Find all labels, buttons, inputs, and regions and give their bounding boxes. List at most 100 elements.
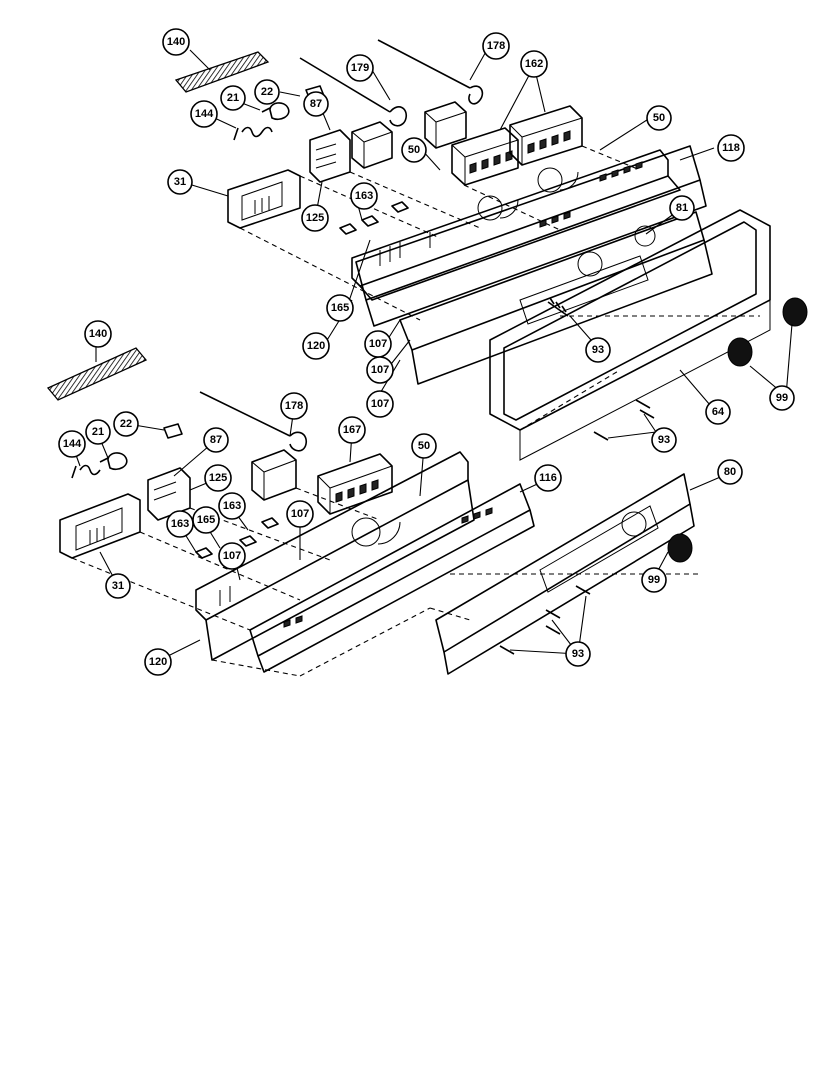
svg-text:50: 50 (418, 440, 430, 452)
frame-part (489, 209, 771, 461)
upper-assembly (174, 39, 808, 461)
probe-part (299, 57, 408, 127)
callout-99: 99 (641, 567, 667, 593)
callout-50: 50 (401, 137, 427, 163)
svg-text:21: 21 (92, 426, 104, 438)
svg-text:22: 22 (261, 86, 273, 98)
callout-87: 87 (303, 91, 329, 117)
knob-part (667, 533, 693, 563)
callout-125: 125 (204, 464, 232, 492)
trim-panel-part (399, 211, 713, 385)
svg-text:64: 64 (712, 406, 725, 418)
relay-part (424, 101, 467, 149)
svg-text:22: 22 (120, 418, 132, 430)
callout-leaders (71, 47, 793, 661)
callout-165: 165 (192, 506, 220, 534)
svg-text:93: 93 (572, 648, 584, 660)
control-panel-part (355, 145, 707, 327)
callout-107: 107 (218, 542, 246, 570)
svg-text:80: 80 (724, 466, 736, 478)
switch-part (339, 201, 409, 235)
svg-text:163: 163 (171, 518, 189, 530)
svg-text:87: 87 (210, 434, 222, 446)
svg-text:120: 120 (307, 340, 325, 352)
bulb-part (261, 102, 290, 121)
svg-text:120: 120 (149, 656, 167, 668)
lamp-housing-part (59, 493, 141, 559)
svg-text:87: 87 (310, 98, 322, 110)
callout-87: 87 (203, 427, 229, 453)
spring-part (233, 126, 273, 141)
callout-bubbles: 140 178 179 162 22 21 87 144 50 50 118 3… (58, 28, 795, 676)
probe-part (377, 39, 484, 105)
relay-part (251, 449, 297, 501)
svg-text:107: 107 (371, 398, 389, 410)
svg-text:50: 50 (653, 112, 665, 124)
callout-50: 50 (646, 105, 672, 131)
callout-22: 22 (254, 79, 280, 105)
svg-text:125: 125 (209, 472, 227, 484)
callout-50: 50 (411, 433, 437, 459)
clip-part (163, 423, 183, 439)
callout-99: 99 (769, 385, 795, 411)
knob-part (727, 337, 753, 367)
relay-part (351, 121, 393, 169)
svg-text:167: 167 (343, 424, 361, 436)
svg-text:50: 50 (408, 144, 420, 156)
filter-part (46, 347, 148, 401)
lower-assembly (46, 347, 700, 677)
svg-text:178: 178 (285, 400, 303, 412)
svg-text:107: 107 (291, 508, 309, 520)
callout-163: 163 (166, 510, 194, 538)
svg-text:107: 107 (223, 550, 241, 562)
callout-21: 21 (85, 419, 111, 445)
callout-93: 93 (565, 641, 591, 667)
spring-part (71, 464, 101, 479)
control-panel-part (249, 483, 535, 673)
callout-162: 162 (520, 50, 548, 78)
svg-text:178: 178 (487, 40, 505, 52)
knob-part (782, 297, 808, 327)
svg-text:165: 165 (331, 302, 349, 314)
callout-163: 163 (350, 182, 378, 210)
svg-text:99: 99 (776, 392, 788, 404)
switch-block-part (317, 453, 393, 515)
callout-125: 125 (301, 204, 329, 232)
svg-text:144: 144 (195, 108, 214, 120)
svg-text:118: 118 (722, 142, 740, 154)
filter-part (174, 51, 270, 93)
callout-64: 64 (705, 399, 731, 425)
callout-107: 107 (366, 356, 394, 384)
svg-text:144: 144 (63, 438, 82, 450)
svg-text:31: 31 (174, 176, 186, 188)
svg-text:140: 140 (89, 328, 107, 340)
svg-text:93: 93 (658, 434, 670, 446)
callout-93: 93 (651, 427, 677, 453)
callout-179: 179 (346, 54, 374, 82)
callout-118: 118 (717, 134, 745, 162)
rear-panel-part (351, 149, 681, 301)
probe-part (199, 391, 308, 452)
callout-178: 178 (482, 32, 510, 60)
lamp-housing-part (227, 169, 301, 229)
svg-text:116: 116 (539, 472, 557, 484)
callout-21: 21 (220, 85, 246, 111)
svg-text:165: 165 (197, 514, 215, 526)
switch-block-part (509, 105, 583, 166)
callout-140: 140 (84, 320, 112, 348)
callout-163: 163 (218, 492, 246, 520)
rear-panel-part (195, 451, 475, 661)
trim-panel-part (435, 473, 695, 675)
switch-part (195, 517, 279, 559)
svg-text:107: 107 (371, 364, 389, 376)
callout-144: 144 (58, 430, 86, 458)
callout-107: 107 (364, 330, 392, 358)
svg-text:81: 81 (676, 202, 688, 214)
callout-31: 31 (105, 573, 131, 599)
svg-text:21: 21 (227, 92, 239, 104)
switch-block-part (451, 127, 519, 186)
svg-text:99: 99 (648, 574, 660, 586)
callout-167: 167 (338, 416, 366, 444)
thermostat-part (309, 129, 351, 183)
callout-144: 144 (190, 100, 218, 128)
